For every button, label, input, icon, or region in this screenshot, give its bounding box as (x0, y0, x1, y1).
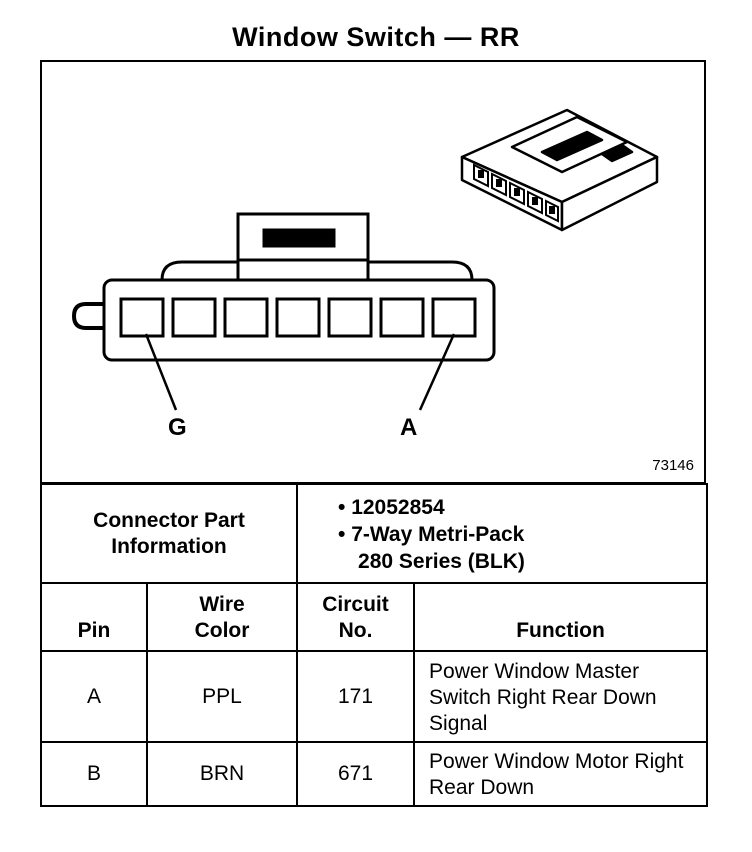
table-row: A PPL 171 Power Window Master Switch Rig… (40, 650, 709, 743)
connector-drawing (71, 108, 659, 411)
pin-cell: A (40, 650, 148, 743)
part-number: • 12052854 (338, 496, 445, 519)
circuit-cell: 671 (296, 741, 416, 807)
function-cell: Power Window Master Switch Right Rear Do… (413, 650, 709, 743)
pin-a-label: A (400, 414, 418, 441)
pin-g-label: G (168, 414, 187, 441)
connector-info-label: Connector Part Information (39, 483, 299, 584)
table-row: B BRN 671 Power Window Motor Right Rear … (40, 741, 709, 807)
figure-number: 73146 (652, 457, 694, 474)
connector-info-row: Connector Part Information • 12052854 • … (39, 483, 709, 584)
connector-type: • 7-Way Metri-Pack (338, 523, 525, 546)
connector-info-values: • 12052854 • 7-Way Metri-Pack 280 Series… (296, 483, 709, 584)
function-cell: Power Window Motor Right Rear Down (413, 741, 709, 807)
pinout-table: Connector Part Information • 12052854 • … (39, 483, 709, 807)
page-title: Window Switch — RR (232, 22, 520, 52)
wire-color-cell: PPL (145, 650, 299, 743)
pin-cell: B (40, 741, 148, 807)
header-pin: Pin (40, 582, 148, 652)
header-wire-color: Wire Color (145, 582, 299, 652)
circuit-cell: 171 (296, 650, 416, 743)
connector-figure: G A 73146 (40, 60, 706, 484)
table-header-row: Pin Wire Color Circuit No. Function (40, 582, 709, 652)
wire-color-cell: BRN (145, 741, 299, 807)
header-circuit-no: Circuit No. (296, 582, 416, 652)
connector-series: 280 Series (BLK) (358, 550, 525, 573)
header-function: Function (413, 582, 709, 652)
